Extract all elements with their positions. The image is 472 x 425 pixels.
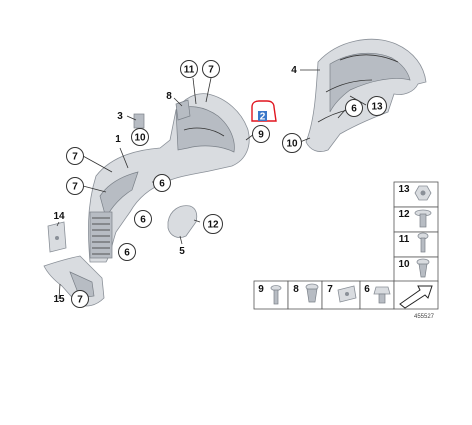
svg-text:7: 7	[77, 295, 83, 306]
svg-text:9: 9	[258, 284, 264, 295]
wheel-arch-grille[interactable]	[89, 211, 113, 259]
hex-nut-icon	[414, 185, 432, 201]
svg-text:15: 15	[53, 294, 65, 305]
svg-text:5: 5	[179, 246, 185, 257]
leader-lines	[56, 69, 367, 301]
splash-shield-part-15[interactable]	[43, 255, 105, 307]
legend-item-8[interactable]: 8	[293, 283, 319, 303]
callout-7-top[interactable]: 7	[202, 60, 220, 78]
svg-text:9: 9	[258, 130, 264, 141]
callout-7-lower[interactable]: 7	[66, 177, 84, 195]
wheel-arch-liner-rear[interactable]	[305, 38, 427, 152]
svg-text:1: 1	[115, 134, 121, 145]
svg-text:7: 7	[208, 65, 214, 76]
svg-text:6: 6	[140, 215, 146, 226]
direction-arrow-icon	[399, 285, 433, 309]
clip-nut-icon	[414, 209, 432, 228]
spring-clip-icon	[337, 285, 357, 303]
callout-11[interactable]: 11	[180, 60, 198, 78]
callout-7-bottom[interactable]: 7	[71, 290, 89, 308]
bracket-part-8[interactable]	[175, 99, 191, 121]
legend-item-12[interactable]: 12	[398, 209, 432, 228]
svg-text:7: 7	[72, 152, 78, 163]
svg-text:13: 13	[371, 102, 383, 113]
bracket-part-3[interactable]	[133, 113, 145, 129]
legend-item-6[interactable]: 6	[364, 284, 391, 304]
fastener-legend-row: 9 8 7 6	[253, 280, 439, 310]
svg-text:8: 8	[293, 284, 299, 295]
cover-part-5[interactable]	[167, 205, 198, 238]
callout-2-selected[interactable]: 2	[251, 100, 277, 123]
legend-item-10[interactable]: 10	[398, 258, 430, 278]
svg-text:12: 12	[398, 209, 410, 220]
callout-4[interactable]: 4	[291, 65, 297, 76]
legend-item-7[interactable]: 7	[327, 284, 357, 303]
bracket-part-14[interactable]	[47, 221, 67, 253]
svg-text:14: 14	[53, 211, 65, 222]
svg-text:7: 7	[72, 182, 78, 193]
callout-7-mid[interactable]: 7	[66, 147, 84, 165]
callout-6-rear[interactable]: 6	[345, 99, 363, 117]
plug-icon	[305, 283, 319, 303]
svg-text:2: 2	[260, 112, 266, 123]
svg-text:11: 11	[399, 234, 410, 245]
expanding-rivet-icon	[416, 258, 430, 278]
svg-text:4: 4	[291, 65, 297, 76]
svg-text:6: 6	[364, 284, 370, 295]
callout-3[interactable]: 3	[117, 111, 123, 122]
callout-10-rear[interactable]: 10	[282, 133, 302, 153]
legend-item-13[interactable]: 13	[398, 184, 432, 201]
svg-text:11: 11	[184, 65, 195, 76]
callout-5[interactable]: 5	[179, 246, 185, 257]
callout-9[interactable]: 9	[252, 125, 270, 143]
screw-icon	[417, 232, 429, 253]
push-pin-icon	[270, 285, 282, 305]
diagram-id: 455527	[414, 314, 435, 320]
svg-text:6: 6	[159, 179, 165, 190]
svg-text:10: 10	[398, 259, 410, 270]
svg-text:8: 8	[166, 91, 172, 102]
svg-text:10: 10	[286, 139, 298, 150]
callout-10-left[interactable]: 10	[131, 128, 149, 146]
svg-text:12: 12	[207, 220, 219, 231]
svg-text:6: 6	[124, 248, 130, 259]
callout-13-diagram[interactable]: 13	[367, 96, 387, 116]
callout-12[interactable]: 12	[203, 214, 223, 234]
callout-8[interactable]: 8	[166, 91, 172, 102]
callout-15[interactable]: 15	[53, 294, 65, 305]
svg-text:10: 10	[134, 133, 146, 144]
svg-text:13: 13	[398, 184, 410, 195]
callout-6-middle[interactable]: 6	[134, 210, 152, 228]
legend-item-9[interactable]: 9	[258, 284, 282, 305]
callout-6-lower[interactable]: 6	[118, 243, 136, 261]
svg-text:7: 7	[327, 284, 333, 295]
legend-item-11[interactable]: 11	[399, 232, 429, 253]
fastener-legend-column: 13 12 11 10	[393, 181, 439, 283]
callout-14[interactable]: 14	[53, 211, 65, 222]
expansion-nut-icon	[373, 286, 391, 304]
callout-1[interactable]: 1	[115, 134, 121, 145]
svg-text:3: 3	[117, 111, 123, 122]
svg-text:6: 6	[351, 104, 357, 115]
callout-6-front[interactable]: 6	[153, 174, 171, 192]
